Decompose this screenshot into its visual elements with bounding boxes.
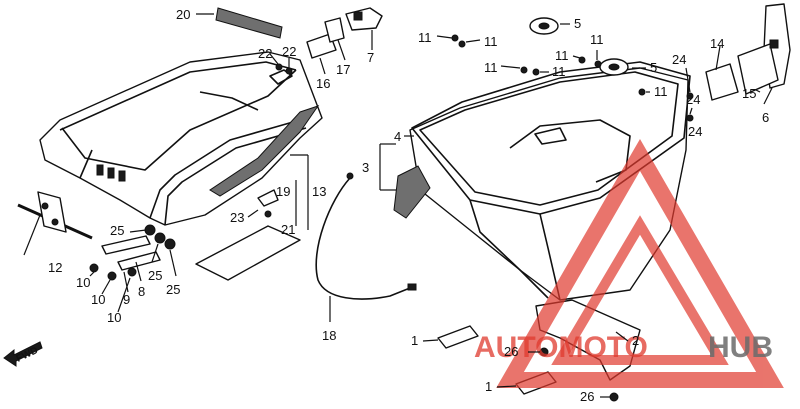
callout-1a: 1: [411, 333, 418, 348]
callout-26a: 26: [504, 344, 518, 359]
watermark-text-gray: HUB: [708, 331, 773, 364]
case-part: [393, 61, 691, 301]
callout-4: 4: [394, 129, 401, 144]
lid-part: [39, 51, 323, 226]
callout-20: 20: [176, 7, 190, 22]
latch-7-part: [345, 7, 383, 31]
callout-13: 13: [312, 184, 326, 199]
callout-11c: 11: [484, 60, 498, 75]
callout-25c: 25: [166, 282, 180, 297]
bushing-25-icon: [144, 224, 156, 236]
clip-23-part: [257, 189, 279, 207]
callout-10a: 10: [76, 275, 90, 290]
callout-24a: 24: [672, 52, 686, 67]
nut-10c-icon: [127, 267, 137, 277]
clip-1-part: [437, 325, 479, 349]
hinge-12-part: [17, 191, 93, 240]
callout-16: 16: [316, 76, 330, 91]
fwd-label: FWD: [15, 345, 40, 365]
callout-6: 6: [762, 110, 769, 125]
callout-9: 9: [123, 292, 130, 307]
callout-7: 7: [367, 50, 374, 65]
bushing-25c-icon: [164, 238, 176, 250]
watermark-text-red: AUTOMOTO: [474, 331, 648, 364]
callout-21: 21: [281, 222, 295, 237]
nut-10b-icon: [107, 271, 117, 281]
callout-labels: 20 22 22 16 17 7 11 11 11 11 11 11 11 5 …: [48, 7, 769, 404]
pad-14-part: [705, 63, 739, 101]
screw-22b-icon: [285, 67, 293, 75]
callout-11a: 11: [418, 30, 432, 45]
callout-17: 17: [336, 62, 350, 77]
plate-15-part: [737, 43, 779, 95]
callout-1b: 1: [485, 379, 492, 394]
pad-21-part: [195, 225, 301, 281]
callout-10b: 10: [91, 292, 105, 307]
plate-16-part: [306, 33, 337, 59]
callout-25a: 25: [110, 223, 124, 238]
nut-26b-icon: [609, 392, 619, 402]
fwd-arrow-icon: FWD: [3, 341, 43, 367]
callout-11f: 11: [590, 32, 604, 47]
callout-19: 19: [276, 184, 290, 199]
nut-10-icon: [89, 263, 99, 273]
callout-15: 15: [742, 86, 756, 101]
callout-24c: 24: [688, 124, 702, 139]
bracket-17-part: [324, 17, 345, 43]
callout-11b: 11: [484, 34, 498, 49]
callout-22a: 22: [258, 46, 272, 61]
callout-8: 8: [138, 284, 145, 299]
trim-strip-part: [215, 7, 283, 39]
callout-10c: 10: [107, 310, 121, 325]
callout-11d: 11: [552, 64, 566, 79]
callout-11g: 11: [654, 84, 668, 99]
callout-3: 3: [362, 160, 369, 175]
watermark-logo: [496, 139, 784, 388]
callout-26b: 26: [580, 389, 594, 404]
callout-14: 14: [710, 36, 724, 51]
cable-18-part: [315, 177, 411, 300]
callout-5a: 5: [574, 16, 581, 31]
callout-11e: 11: [555, 48, 569, 63]
callout-18: 18: [322, 328, 336, 343]
leader-lines: [23, 13, 773, 398]
callout-23: 23: [230, 210, 244, 225]
callout-12: 12: [48, 260, 62, 275]
callout-2: 2: [632, 333, 639, 348]
plate-9-part: [101, 235, 151, 255]
callout-25b: 25: [148, 268, 162, 283]
plate-8-part: [117, 251, 161, 271]
callout-24b: 24: [686, 92, 700, 107]
bushing-25b-icon: [154, 232, 166, 244]
bolts-11-group: [451, 34, 646, 96]
callout-22b: 22: [282, 44, 296, 59]
callout-5b: 5: [650, 60, 657, 75]
screw-22-icon: [275, 63, 283, 71]
